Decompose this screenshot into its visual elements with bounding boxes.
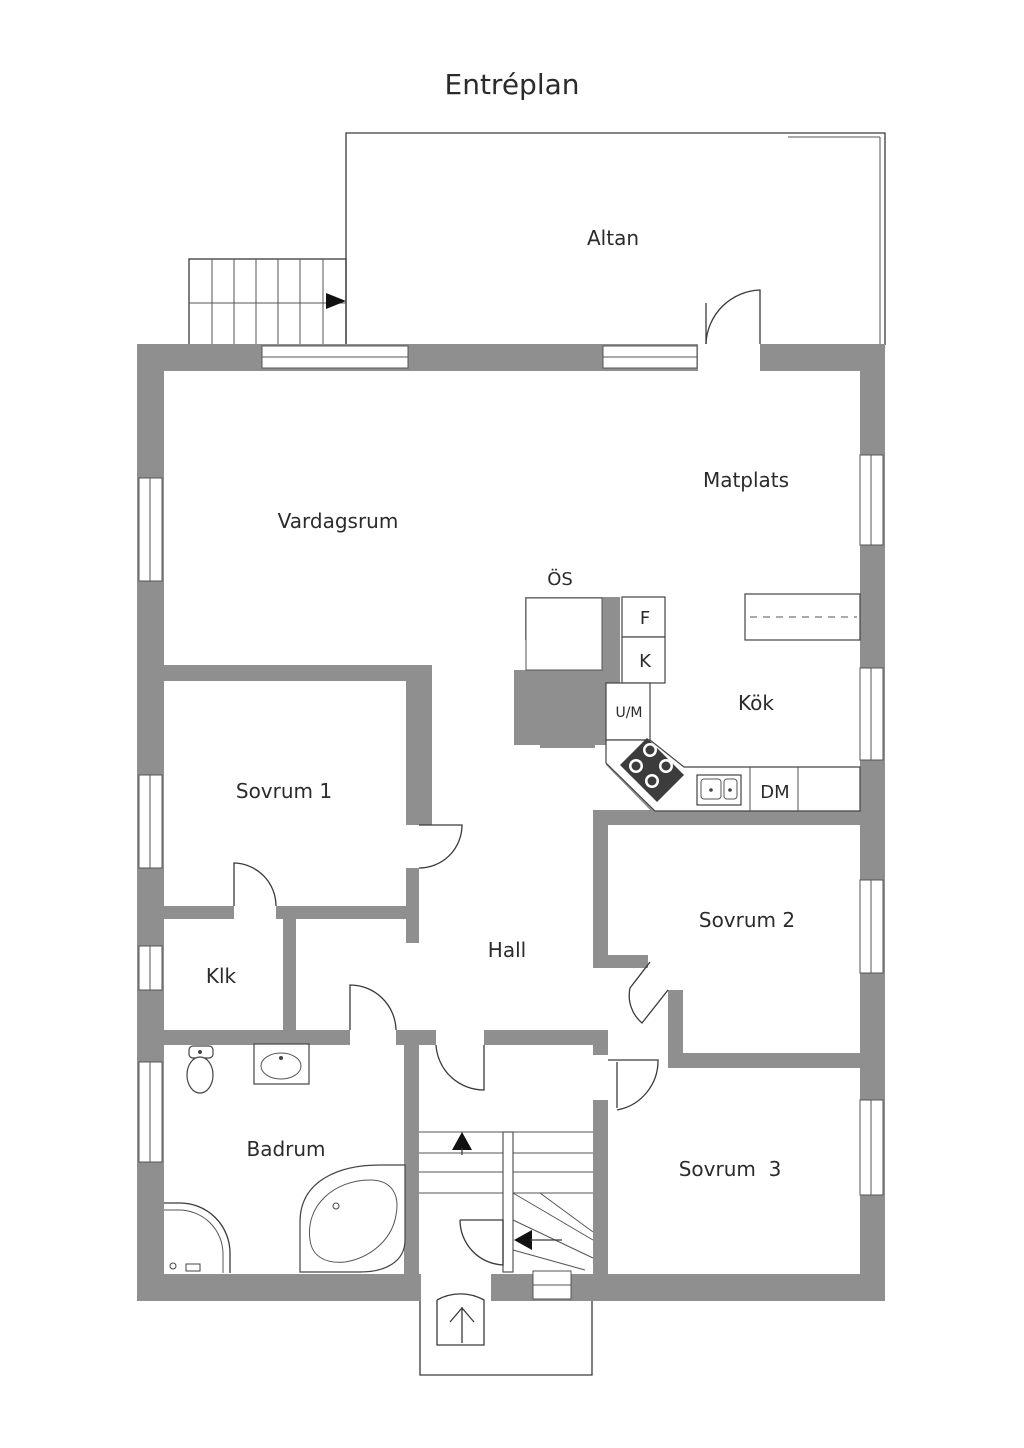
interior-stairs: [419, 1131, 594, 1273]
stairs-up-arrow-icon: [452, 1132, 472, 1150]
bathroom: [164, 1043, 406, 1273]
doors: [233, 289, 761, 1346]
appliance-label-dishwasher: DM: [760, 782, 789, 803]
sink-icon: [696, 774, 742, 806]
island: [744, 593, 861, 641]
room-label-sovrum-3: Sovrum 3: [679, 1157, 782, 1181]
corner-bathtub-icon: [299, 1164, 406, 1273]
windows: [138, 345, 884, 1300]
room-label-matplats: Matplats: [703, 468, 789, 492]
room-label-sovrum-1: Sovrum 1: [236, 779, 332, 803]
page-title: Entréplan: [445, 68, 580, 101]
deck: [345, 132, 886, 345]
room-label-os: ÖS: [547, 568, 573, 590]
room-labels: Altan Matplats Vardagsrum ÖS Kök Sovrum …: [206, 226, 795, 1181]
stairs-turn-arrow-icon: [514, 1230, 532, 1250]
kitchen: [605, 593, 861, 812]
appliance-label-freezer: K: [639, 651, 652, 672]
room-label-altan: Altan: [587, 226, 639, 250]
interior-walls: [162, 597, 860, 1275]
shower-icon: [164, 1202, 231, 1273]
room-label-klk: Klk: [206, 964, 237, 988]
room-label-vardagsrum: Vardagsrum: [278, 509, 399, 533]
washbasin-icon: [253, 1043, 310, 1085]
room-label-hall: Hall: [488, 938, 526, 962]
appliance-label-fridge: F: [640, 608, 650, 629]
room-label-badrum: Badrum: [246, 1137, 325, 1161]
toilet-icon: [186, 1045, 214, 1094]
entrance-steps: [419, 1301, 593, 1376]
room-label-kok: Kök: [738, 691, 774, 715]
stove-icon: [620, 738, 684, 802]
appliance-label-oven-micro: U/M: [615, 705, 642, 721]
room-label-sovrum-2: Sovrum 2: [699, 908, 795, 932]
appliance-labels: F K U/M DM: [615, 608, 789, 803]
deck-stairs: [188, 258, 347, 346]
stairs-arrow-icon: [326, 293, 346, 309]
